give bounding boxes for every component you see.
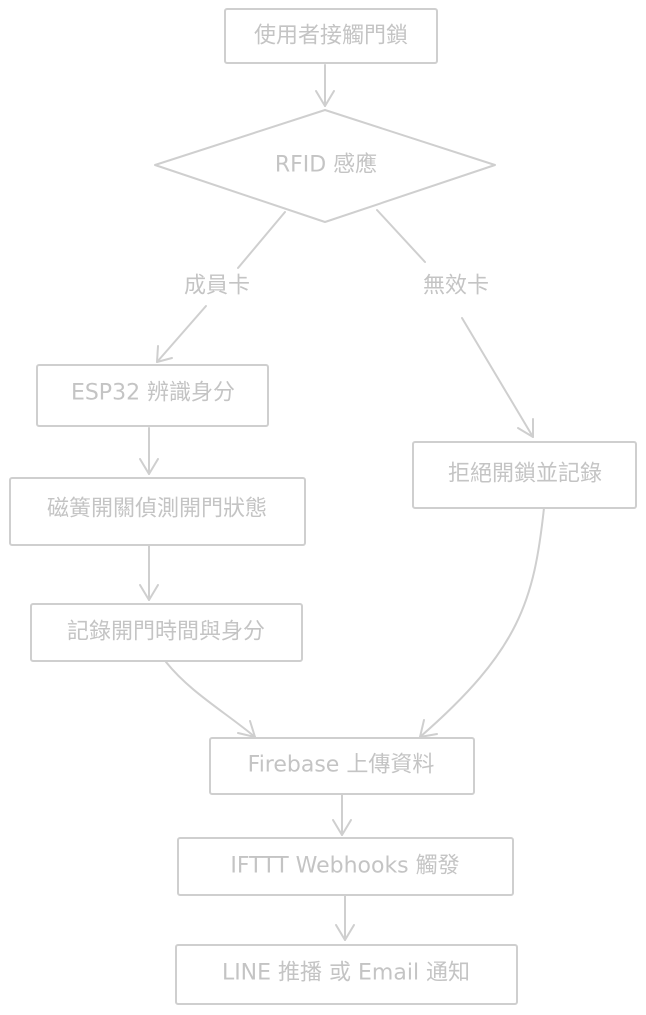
edge-touch-to-rfid (315, 64, 335, 107)
node-ifttt-trigger-label: IFTTT Webhooks 觸發 (230, 854, 459, 879)
node-esp32-identify: ESP32 辨識身分 (36, 364, 269, 427)
edge-log-to-firebase (165, 661, 256, 738)
node-reed-switch: 磁簧開關偵測開門狀態 (9, 477, 306, 546)
node-notify-label: LINE 推播 或 Email 通知 (222, 961, 470, 986)
edge-label-invalid-card: 無效卡 (423, 274, 489, 299)
node-log-open: 記錄開門時間與身分 (30, 603, 303, 662)
node-touch-lock: 使用者接觸門鎖 (224, 8, 438, 64)
edge-esp32-to-reed (139, 427, 159, 475)
edge-firebase-to-ifttt (332, 794, 352, 836)
node-rfid-decision-label: RFID 感應 (275, 152, 377, 178)
node-touch-lock-label: 使用者接觸門鎖 (254, 24, 408, 49)
edge-reject-to-firebase (419, 507, 545, 738)
node-esp32-identify-label: ESP32 辨識身分 (71, 381, 235, 406)
edge-rfid-to-reject (376, 209, 534, 438)
node-ifttt-trigger: IFTTT Webhooks 觸發 (177, 837, 514, 896)
node-notify: LINE 推播 或 Email 通知 (175, 944, 518, 1005)
node-reject-unlock-label: 拒絕開鎖並記錄 (448, 462, 602, 487)
node-reject-unlock: 拒絕開鎖並記錄 (412, 441, 637, 509)
edge-label-member-card: 成員卡 (184, 274, 250, 299)
edge-rfid-to-esp32 (156, 211, 286, 363)
edge-reed-to-log (139, 545, 159, 601)
edge-ifttt-to-notify (335, 895, 355, 941)
node-log-open-label: 記錄開門時間與身分 (67, 620, 265, 645)
node-firebase-upload-label: Firebase 上傳資料 (248, 753, 435, 778)
node-firebase-upload: Firebase 上傳資料 (209, 737, 475, 795)
node-reed-switch-label: 磁簧開關偵測開門狀態 (47, 497, 267, 522)
node-rfid-decision: RFID 感應 (154, 109, 496, 223)
